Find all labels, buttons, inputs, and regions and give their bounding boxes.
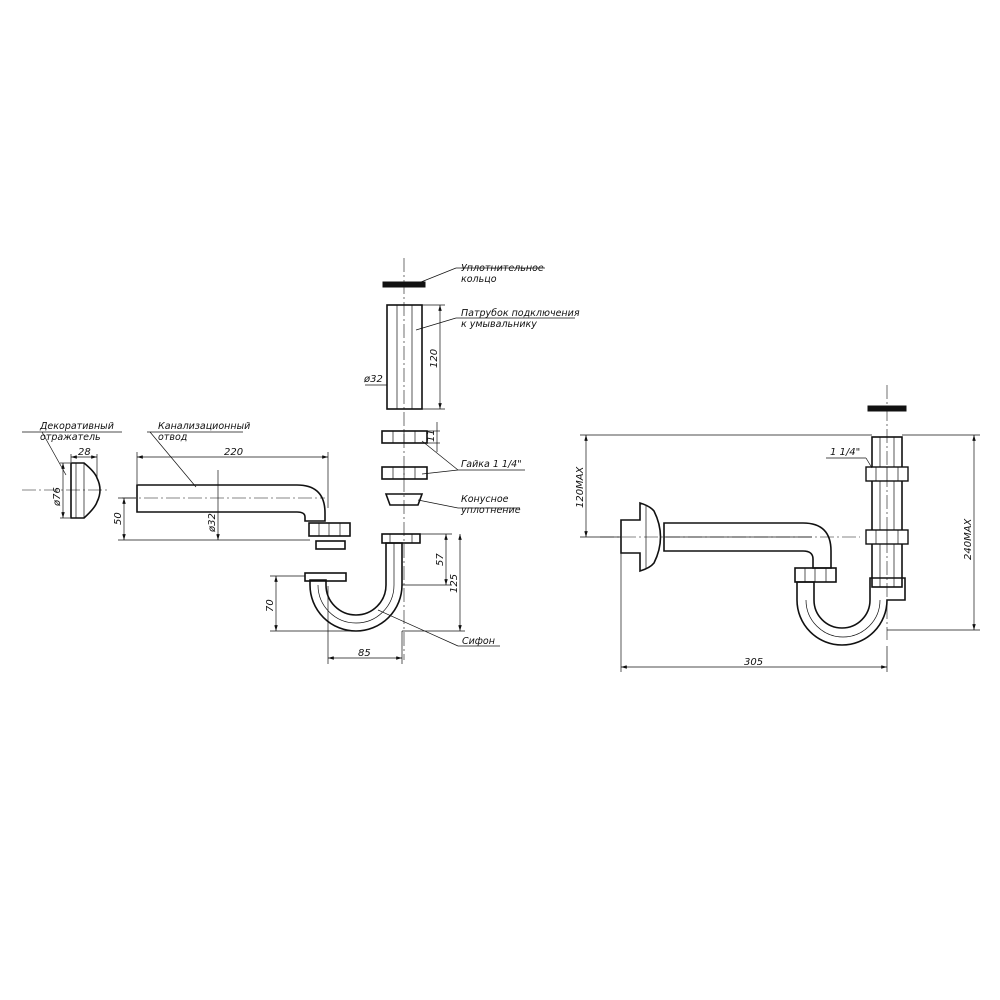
sewer-outlet-label-1: Канализационный [158, 421, 250, 432]
connection-pipe-label-2: к умывальнику [461, 319, 537, 330]
outlet-height-dim: 50 [113, 512, 124, 525]
decor-reflector-label-1: Декоративный [39, 421, 114, 432]
assembled-view: 1 1/4" 120MAX 240MAX 305 [575, 385, 980, 672]
assembly-thread-dim: 1 1/4" [830, 447, 860, 458]
sewer-outlet-label-2: отвод [158, 432, 188, 443]
pipe-length-dim: 120 [429, 349, 440, 368]
lower-nut-part [381, 466, 428, 480]
decor-reflector-label-2: отражатель [40, 432, 101, 443]
outlet-length-dim: 220 [224, 447, 243, 458]
assembly-upper-dim: 120MAX [575, 465, 586, 508]
assembly-height-dim: 240MAX [963, 517, 974, 560]
decor-reflector-part: 28 ø76 Декоративный отражатель [22, 421, 122, 519]
sealing-ring-part: Уплотнительное кольцо [382, 263, 545, 288]
connection-pipe-label-1: Патрубок подключения [461, 308, 580, 319]
siphon-drop-dim: 70 [265, 599, 276, 612]
siphon-leg-dim: 57 [435, 553, 446, 566]
connection-pipe-part: Патрубок подключения к умывальнику 120 ø… [363, 304, 580, 410]
siphon-height-dim: 125 [449, 574, 460, 593]
siphon-part: Сифон 57 125 70 85 [265, 533, 500, 664]
sewer-outlet-part: 220 50 ø32 Канализационный отвод [113, 421, 351, 550]
cone-seal-label-2: уплотнение [460, 505, 521, 516]
reflector-diameter-dim: ø76 [52, 487, 63, 507]
outlet-diameter-dim: ø32 [207, 513, 218, 533]
pipe-diameter-dim: ø32 [363, 374, 383, 385]
cone-seal-label-1: Конусное [461, 494, 509, 505]
sealing-ring-label-2: кольцо [461, 274, 497, 285]
assembly-width-dim: 305 [744, 657, 763, 668]
nut-height-dim: 11 [426, 429, 437, 442]
nut-label: Гайка 1 1/4" [461, 459, 522, 470]
siphon-width-dim: 85 [358, 648, 371, 659]
cone-seal-part: Конусное уплотнение [384, 493, 521, 516]
siphon-label: Сифон [462, 636, 495, 647]
exploded-view: Уплотнительное кольцо Патрубок подключен… [22, 258, 580, 664]
reflector-depth-dim: 28 [78, 447, 91, 458]
upper-nut-part: 11 [381, 422, 440, 452]
sealing-ring-label-1: Уплотнительное [461, 263, 544, 274]
